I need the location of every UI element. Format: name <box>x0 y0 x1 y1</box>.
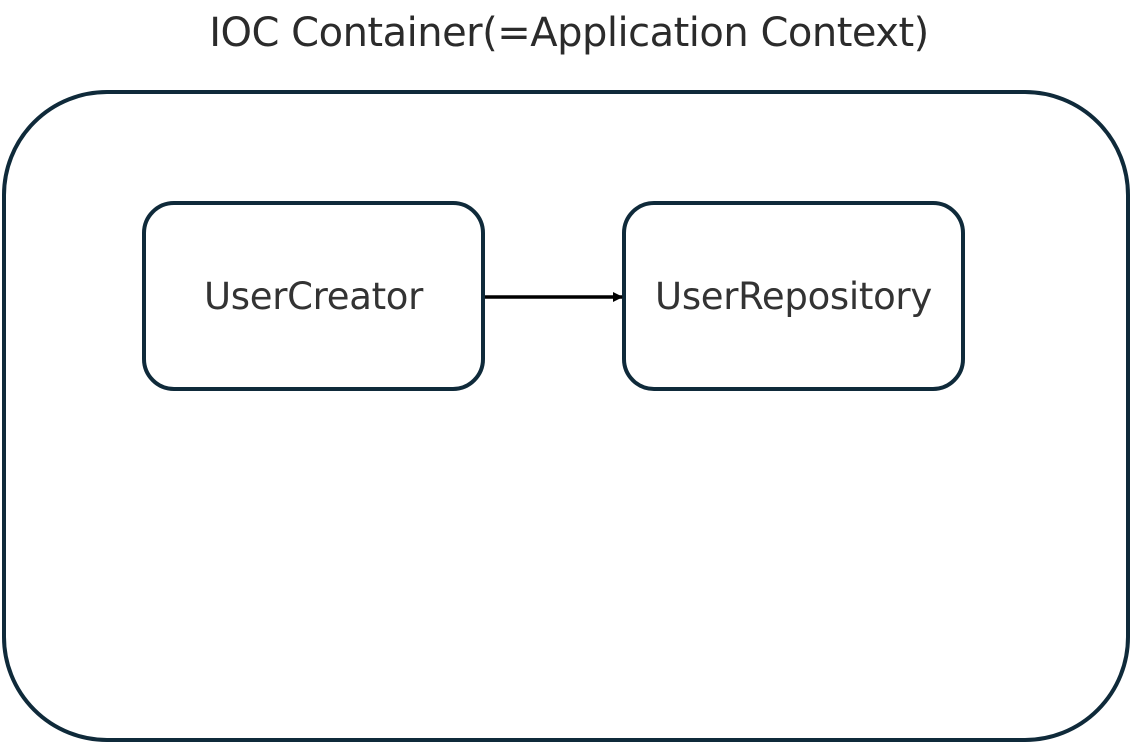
node-user-creator: UserCreator <box>142 201 485 391</box>
node-label-user-repository: UserRepository <box>655 274 932 318</box>
node-label-user-creator: UserCreator <box>203 274 424 318</box>
ioc-container-box <box>2 90 1130 742</box>
node-user-repository: UserRepository <box>622 201 965 391</box>
diagram-title: IOC Container(=Application Context) <box>209 10 929 56</box>
